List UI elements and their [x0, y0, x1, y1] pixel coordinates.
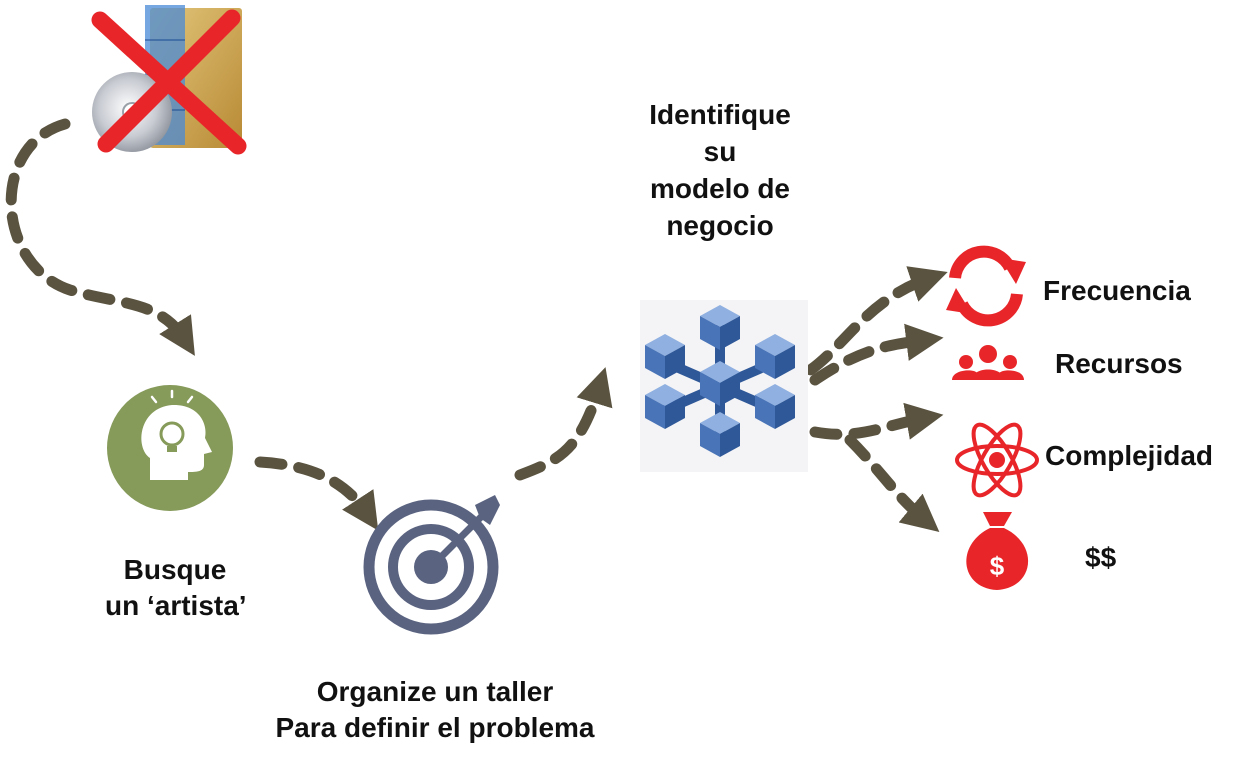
arrow-artist-to-workshop [254, 456, 379, 531]
idea-head-icon [107, 385, 233, 511]
artist-label-line2: un ‘artista’ [105, 589, 247, 621]
svg-text:$: $ [990, 551, 1005, 581]
complexity-label: Complejidad [1045, 440, 1214, 471]
model-label-line2: su [703, 135, 737, 167]
artist-label-line1: Busque [123, 554, 227, 585]
frequency-label: Frecuencia [1043, 275, 1191, 306]
people-group-icon [952, 345, 1024, 380]
arrow-model-to-resources [809, 323, 944, 386]
software-box-crossed-icon [91, 5, 247, 155]
model-label-line1: Identifique [649, 99, 791, 130]
arrow-model-to-complexity [809, 402, 944, 440]
cube-network-icon [640, 300, 808, 472]
artist-label: Busque un ‘artista’ [105, 552, 247, 624]
workshop-label: Organize un taller Para definir el probl… [230, 674, 640, 746]
workshop-label-line1: Organize un taller [316, 676, 554, 707]
money-bag-icon: $ [966, 512, 1029, 590]
target-icon [363, 495, 500, 635]
refresh-icon [946, 245, 1026, 327]
arrow-workshop-to-model [514, 367, 613, 481]
arrow-start-to-artist [5, 118, 195, 356]
atom-icon [955, 422, 1039, 498]
workshop-label-line2: Para definir el problema [275, 711, 595, 743]
model-label: Identifique su modelo de negocio [620, 97, 820, 245]
model-label-line4: negocio [666, 209, 774, 241]
arrow-model-to-money [844, 434, 940, 532]
money-label: $$ [1085, 542, 1117, 573]
resources-label: Recursos [1055, 348, 1183, 379]
model-label-line3: modelo de [649, 172, 790, 204]
